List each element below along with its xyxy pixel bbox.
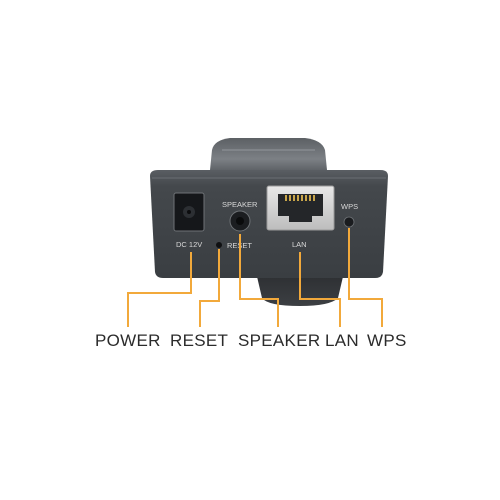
dc-power-jack	[173, 192, 205, 232]
callout-power: POWER	[95, 331, 161, 350]
dc-12v-label: DC 12V	[176, 240, 202, 249]
wps-panel-label: WPS	[341, 202, 358, 211]
wps-leader-line	[348, 228, 383, 327]
speaker-leader-line	[239, 234, 279, 327]
power-leader-line	[127, 252, 192, 327]
reset-leader-line	[199, 249, 220, 327]
lens-barrel	[209, 138, 328, 180]
lan-leader-line	[299, 252, 341, 327]
callout-reset: RESET	[170, 331, 229, 350]
speaker-jack	[229, 210, 251, 232]
callout-lan: LAN	[325, 331, 359, 350]
callout-wps: WPS	[367, 331, 407, 350]
speaker-label: SPEAKER	[222, 200, 258, 209]
lan-panel-label: LAN	[292, 240, 307, 249]
wps-button	[343, 216, 355, 228]
lan-port	[266, 185, 335, 231]
callout-speaker: SPEAKER	[238, 331, 321, 350]
reset-pinhole	[216, 242, 222, 248]
